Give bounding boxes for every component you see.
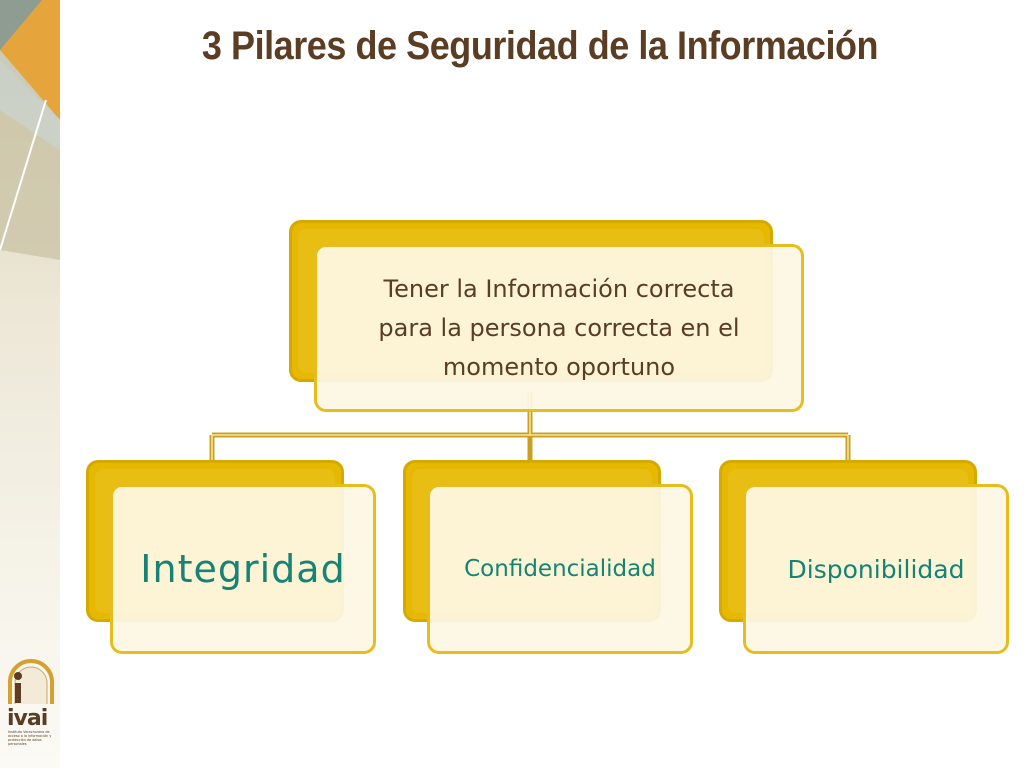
- logo-caption: Instituto Veracruzano de acceso a la inf…: [8, 730, 52, 746]
- decorative-sidebar: [0, 0, 60, 768]
- ivai-logo: [8, 659, 54, 704]
- pillar-disponibilidad-box: Disponibilidad: [743, 484, 1009, 654]
- sidebar-shapes: [0, 0, 60, 260]
- root-node-text: Tener la Información correcta para la pe…: [378, 270, 739, 387]
- root-line-1: Tener la Información correcta: [383, 274, 735, 303]
- root-node-box: Tener la Información correcta para la pe…: [314, 244, 804, 412]
- root-line-2: para la persona correcta en el: [378, 313, 740, 342]
- pillar-integridad-label: Integridad: [140, 547, 346, 591]
- pillar-confidencialidad-label: Confidencialidad: [464, 556, 656, 582]
- pillar-disponibilidad-label: Disponibilidad: [787, 554, 965, 584]
- logo-wordmark: ivai: [7, 706, 48, 731]
- slide-title: 3 Pilares de Seguridad de la Información: [201, 24, 879, 68]
- root-line-3: momento oportuno: [442, 352, 676, 381]
- pillar-integridad-box: Integridad: [110, 484, 376, 654]
- pillar-confidencialidad-box: Confidencialidad: [427, 484, 693, 654]
